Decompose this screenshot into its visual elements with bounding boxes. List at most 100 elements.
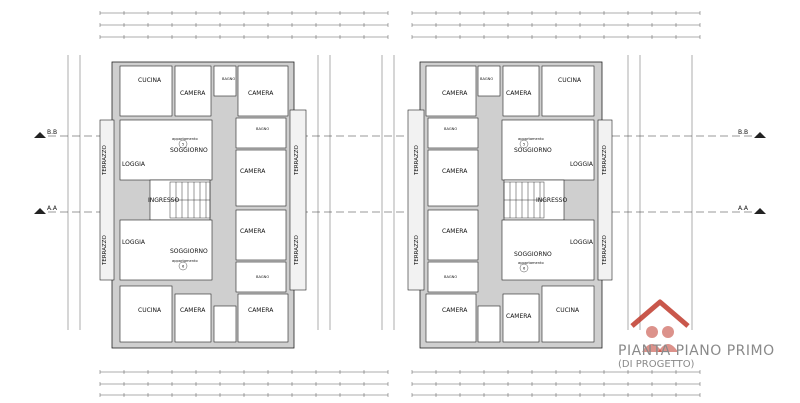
label-bagno: BAGNO [444, 275, 457, 279]
loggia-strip-left [99, 119, 115, 281]
apartment-number-marker [178, 261, 188, 271]
label-loggia: LOGGIA [570, 239, 594, 246]
axis-label-a-right: A.A [738, 205, 749, 212]
label-terrazzo: TERRAZZO [102, 234, 108, 266]
label-camera: CAMERA [180, 90, 206, 97]
room-camera [502, 65, 540, 117]
room-bagno [427, 117, 479, 149]
label-terrazzo: TERRAZZO [102, 144, 108, 176]
terrazzo-strip-right [407, 109, 425, 291]
room-soggiorno [119, 119, 213, 181]
label-bagno: BAGNO [480, 77, 493, 81]
room-bagno [427, 261, 479, 293]
label-soggiorno: SOGGIORNO [170, 147, 208, 154]
room-camera [237, 293, 289, 343]
label-appartamento: appartamento [172, 259, 198, 263]
room-camera [425, 65, 477, 117]
label-bagno: BAGNO [444, 127, 457, 131]
apartment-number: 6 [182, 265, 185, 269]
label-camera: CAMERA [248, 90, 274, 97]
side-dimension-lines [67, 55, 693, 330]
loggia-strip-right [597, 119, 613, 281]
room-cucina [541, 65, 595, 117]
apartment-number: 5 [523, 143, 525, 147]
label-bagno: BAGNO [222, 77, 235, 81]
label-soggiorno: SOGGIORNO [514, 251, 552, 258]
label-loggia: LOGGIA [122, 161, 146, 168]
label-cucina: CUCINA [558, 77, 582, 84]
building-left: CUCINA CAMERA BAGNO CAMERA BAGNO SOGGIOR… [99, 61, 307, 349]
label-ingresso: INGRESSO [148, 197, 179, 204]
label-terrazzo: TERRAZZO [294, 234, 300, 266]
room-camera [425, 293, 477, 343]
staircase [503, 181, 545, 219]
room-camera [427, 209, 479, 261]
building-right: CAMERA BAGNO CAMERA CUCINA BAGNO apparta… [407, 61, 613, 349]
room-bagno [235, 117, 287, 149]
label-camera: CAMERA [442, 168, 468, 175]
room-camera [235, 209, 287, 261]
label-terrazzo: TERRAZZO [294, 144, 300, 176]
axis-label-b-left: B.B [47, 129, 57, 136]
label-loggia: LOGGIA [122, 239, 146, 246]
label-loggia: LOGGIA [570, 161, 594, 168]
label-ingresso: INGRESSO [536, 197, 567, 204]
room-soggiorno [501, 219, 595, 281]
label-appartamento: appartamento [518, 137, 544, 141]
label-camera: CAMERA [442, 228, 468, 235]
label-terrazzo: TERRAZZO [602, 234, 608, 266]
room-bagno [235, 261, 287, 293]
section-axes: B.B A.A B.B A.A [34, 129, 766, 214]
room-bagno [477, 305, 501, 343]
top-dimension-lines [99, 11, 701, 397]
caption-subtitle: (DI PROGETTO) [618, 359, 695, 370]
room-soggiorno [119, 219, 213, 281]
apartment-number-marker [519, 139, 529, 149]
label-cucina: CUCINA [138, 77, 162, 84]
label-bagno: BAGNO [256, 127, 269, 131]
apartment-number-marker [519, 263, 529, 273]
label-terrazzo: TERRAZZO [414, 234, 420, 266]
label-camera: CAMERA [240, 228, 266, 235]
label-soggiorno: SOGGIORNO [170, 248, 208, 255]
label-camera: CAMERA [442, 307, 468, 314]
label-bagno: BAGNO [256, 275, 269, 279]
label-terrazzo: TERRAZZO [602, 144, 608, 176]
drawing-caption: PIANTA PIANO PRIMO (DI PROGETTO) [618, 343, 798, 370]
label-cucina: CUCINA [138, 307, 162, 314]
room-camera [502, 293, 540, 343]
room-camera [174, 293, 212, 343]
terrazzo-strip-left [289, 109, 307, 291]
label-terrazzo: TERRAZZO [414, 144, 420, 176]
room-soggiorno [501, 119, 595, 181]
label-appartamento: appartamento [518, 261, 544, 265]
room-cucina [119, 65, 173, 117]
apartment-number: 5 [182, 143, 184, 147]
room-cucina [541, 285, 595, 343]
label-soggiorno: SOGGIORNO [514, 147, 552, 154]
house-logo-icon [630, 299, 690, 352]
room-bagno [213, 305, 237, 343]
axis-label-a-left: A.A [47, 205, 58, 212]
label-camera: CAMERA [240, 168, 266, 175]
label-appartamento: appartamento [172, 137, 198, 141]
label-camera: CAMERA [506, 313, 532, 320]
label-cucina: CUCINA [556, 307, 580, 314]
room-camera [427, 149, 479, 207]
room-bagno [213, 65, 237, 97]
axis-label-b-right: B.B [738, 129, 748, 136]
label-camera: CAMERA [506, 90, 532, 97]
label-camera: CAMERA [248, 307, 274, 314]
room-cucina [119, 285, 173, 343]
apartment-number: 6 [523, 267, 526, 271]
staircase [169, 181, 211, 219]
label-camera: CAMERA [180, 307, 206, 314]
room-camera [235, 149, 287, 207]
room-camera [174, 65, 212, 117]
apartment-number-marker [178, 139, 188, 149]
label-camera: CAMERA [442, 90, 468, 97]
room-bagno [477, 65, 501, 97]
room-camera [237, 65, 289, 117]
caption-title: PIANTA PIANO PRIMO [618, 343, 775, 359]
